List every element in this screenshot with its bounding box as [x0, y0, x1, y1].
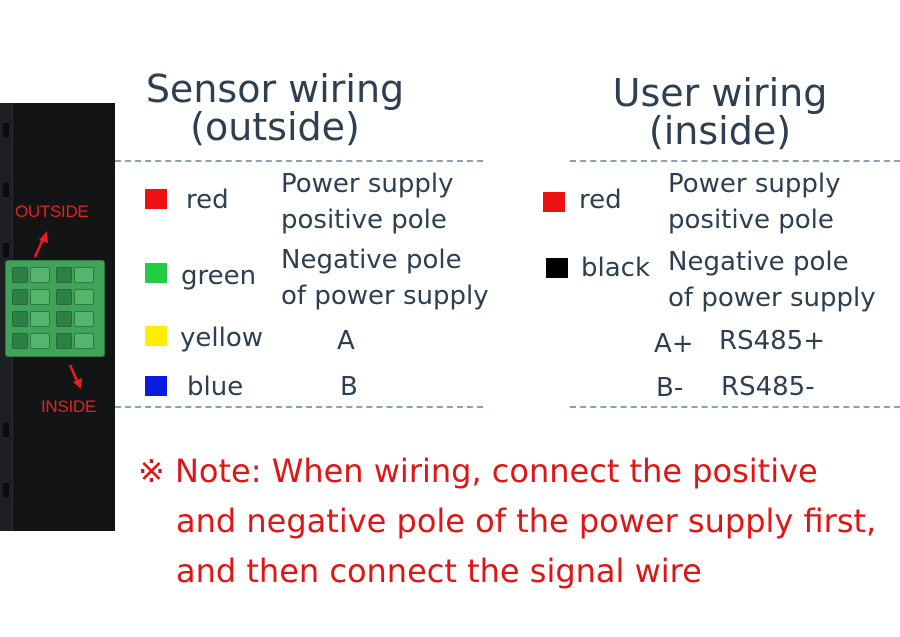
user-desc-red-2: positive pole — [668, 205, 834, 235]
sensor-color-yellow: yellow — [180, 323, 264, 353]
rail-hole — [3, 243, 9, 257]
terminal-pin — [56, 311, 72, 327]
inside-arrow-icon — [68, 364, 82, 389]
user-color-red: red — [579, 185, 622, 215]
terminal-screw — [30, 311, 50, 327]
terminal-block — [5, 260, 105, 357]
terminal-screw — [74, 333, 94, 349]
inside-label: INSIDE — [41, 397, 96, 416]
terminal-pin — [12, 311, 28, 327]
sensor-title-line2: (outside) — [190, 105, 360, 149]
green-swatch — [145, 263, 167, 283]
terminal-screw — [74, 289, 94, 305]
sensor-bottom-divider — [115, 406, 483, 408]
blue-swatch — [145, 376, 167, 396]
sensor-color-blue: blue — [187, 372, 244, 402]
terminal-pin — [12, 289, 28, 305]
user-desc-rs485-plus: RS485+ — [719, 326, 825, 356]
sensor-top-divider — [115, 160, 483, 162]
terminal-screw — [74, 267, 94, 283]
sensor-desc-red-2: positive pole — [281, 205, 447, 235]
user-title-line2: (inside) — [648, 109, 792, 153]
direction-arrows — [33, 231, 82, 389]
wiring-note-line2: and negative pole of the power supply fi… — [176, 502, 877, 540]
user-color-black: black — [581, 253, 651, 283]
terminal-pin — [56, 267, 72, 283]
terminal-screw — [74, 311, 94, 327]
outside-label: OUTSIDE — [15, 202, 89, 221]
terminal-pin — [12, 333, 28, 349]
red-swatch — [543, 192, 565, 212]
terminal-screw — [30, 333, 50, 349]
user-desc-red-1: Power supply — [668, 169, 841, 199]
terminal-pin — [56, 289, 72, 305]
user-top-divider — [570, 160, 900, 162]
sensor-desc-blue: B — [340, 372, 358, 402]
terminal-screw — [30, 289, 50, 305]
sensor-title-line1: Sensor wiring — [145, 67, 405, 111]
sensor-desc-green-1: Negative pole — [281, 245, 462, 275]
terminal-pin — [12, 267, 28, 283]
user-pin-a-plus: A+ — [654, 329, 694, 359]
wiring-note-line3: and then connect the signal wire — [176, 552, 702, 590]
black-swatch — [546, 258, 568, 278]
sensor-desc-red-1: Power supply — [281, 169, 454, 199]
sensor-desc-yellow: A — [337, 326, 355, 356]
wiring-note-line1: ※ Note: When wiring, connect the positiv… — [138, 452, 818, 490]
sensor-color-red: red — [186, 185, 229, 215]
red-swatch — [145, 189, 167, 209]
yellow-swatch — [145, 326, 167, 346]
sensor-wiring-title: Sensor wiring (outside) — [140, 70, 410, 146]
outside-arrow-icon — [33, 231, 48, 258]
terminal-screw — [30, 267, 50, 283]
rail-hole — [3, 183, 9, 197]
rail-hole — [3, 423, 9, 437]
terminal-pin — [56, 333, 72, 349]
user-title-line1: User wiring — [612, 71, 828, 115]
sensor-color-green: green — [181, 261, 257, 291]
user-desc-black-1: Negative pole — [668, 247, 849, 277]
user-pin-b-minus: B- — [656, 373, 684, 403]
rail-hole — [3, 123, 9, 137]
rail-hole — [3, 483, 9, 497]
user-desc-black-2: of power supply — [668, 283, 876, 313]
user-bottom-divider — [570, 406, 900, 408]
user-wiring-title: User wiring (inside) — [590, 74, 850, 150]
user-desc-rs485-minus: RS485- — [721, 372, 815, 402]
sensor-desc-green-2: of power supply — [281, 281, 489, 311]
